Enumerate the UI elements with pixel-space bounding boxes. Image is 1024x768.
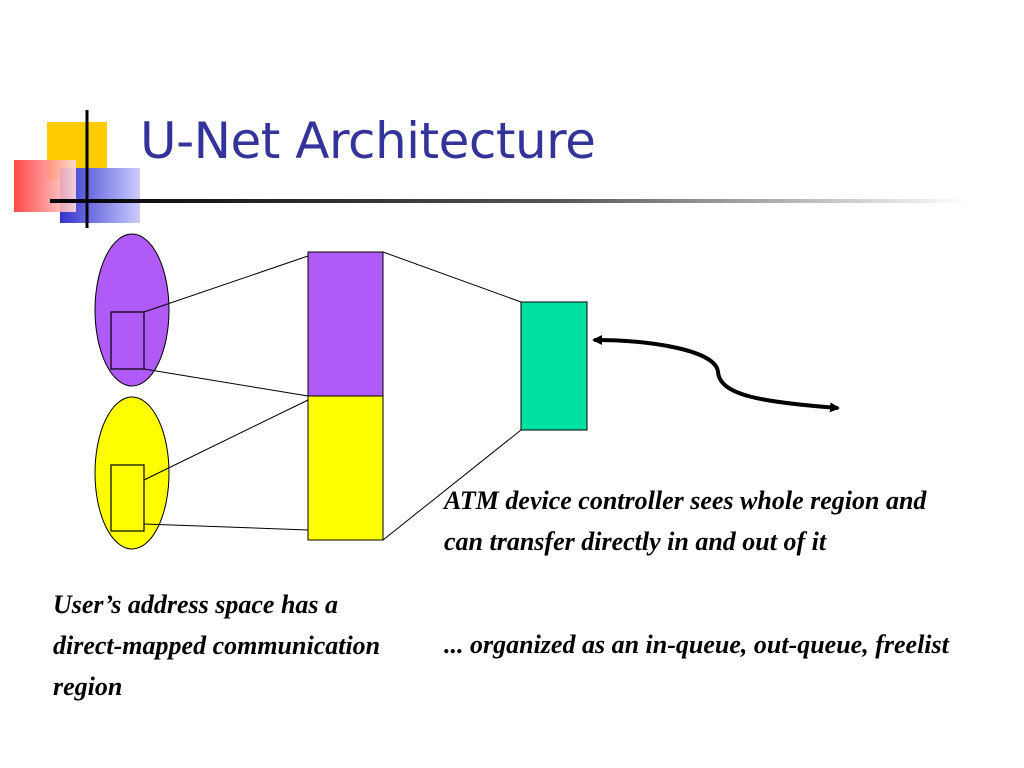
caption-atm-controller: ATM device controller sees whole region …: [444, 486, 927, 556]
slide-title: U-Net Architecture: [140, 112, 596, 170]
process-b-comm-region: [110, 464, 145, 532]
controller-view-line: [382, 429, 522, 541]
mapping-line: [143, 255, 309, 313]
process-a-comm-region: [110, 311, 145, 370]
controller-view-line: [382, 251, 522, 303]
process-b-address-space: [94, 396, 170, 550]
title-underline: [50, 199, 970, 203]
mapping-line: [143, 368, 309, 397]
atm-device-controller: [520, 301, 588, 431]
mapping-line: [143, 399, 309, 481]
network-link-arrow: [592, 335, 840, 413]
deco-red-square: [14, 160, 76, 212]
comm-region-purple: [307, 251, 384, 397]
comm-region-yellow: [307, 395, 384, 541]
caption-queue-organization: ... organized as an in-queue, out-queue,…: [444, 630, 949, 659]
caption-user-address-space: User’s address space has a direct-mapped…: [53, 590, 381, 701]
mapping-line: [143, 523, 309, 531]
process-a-address-space: [94, 233, 170, 387]
